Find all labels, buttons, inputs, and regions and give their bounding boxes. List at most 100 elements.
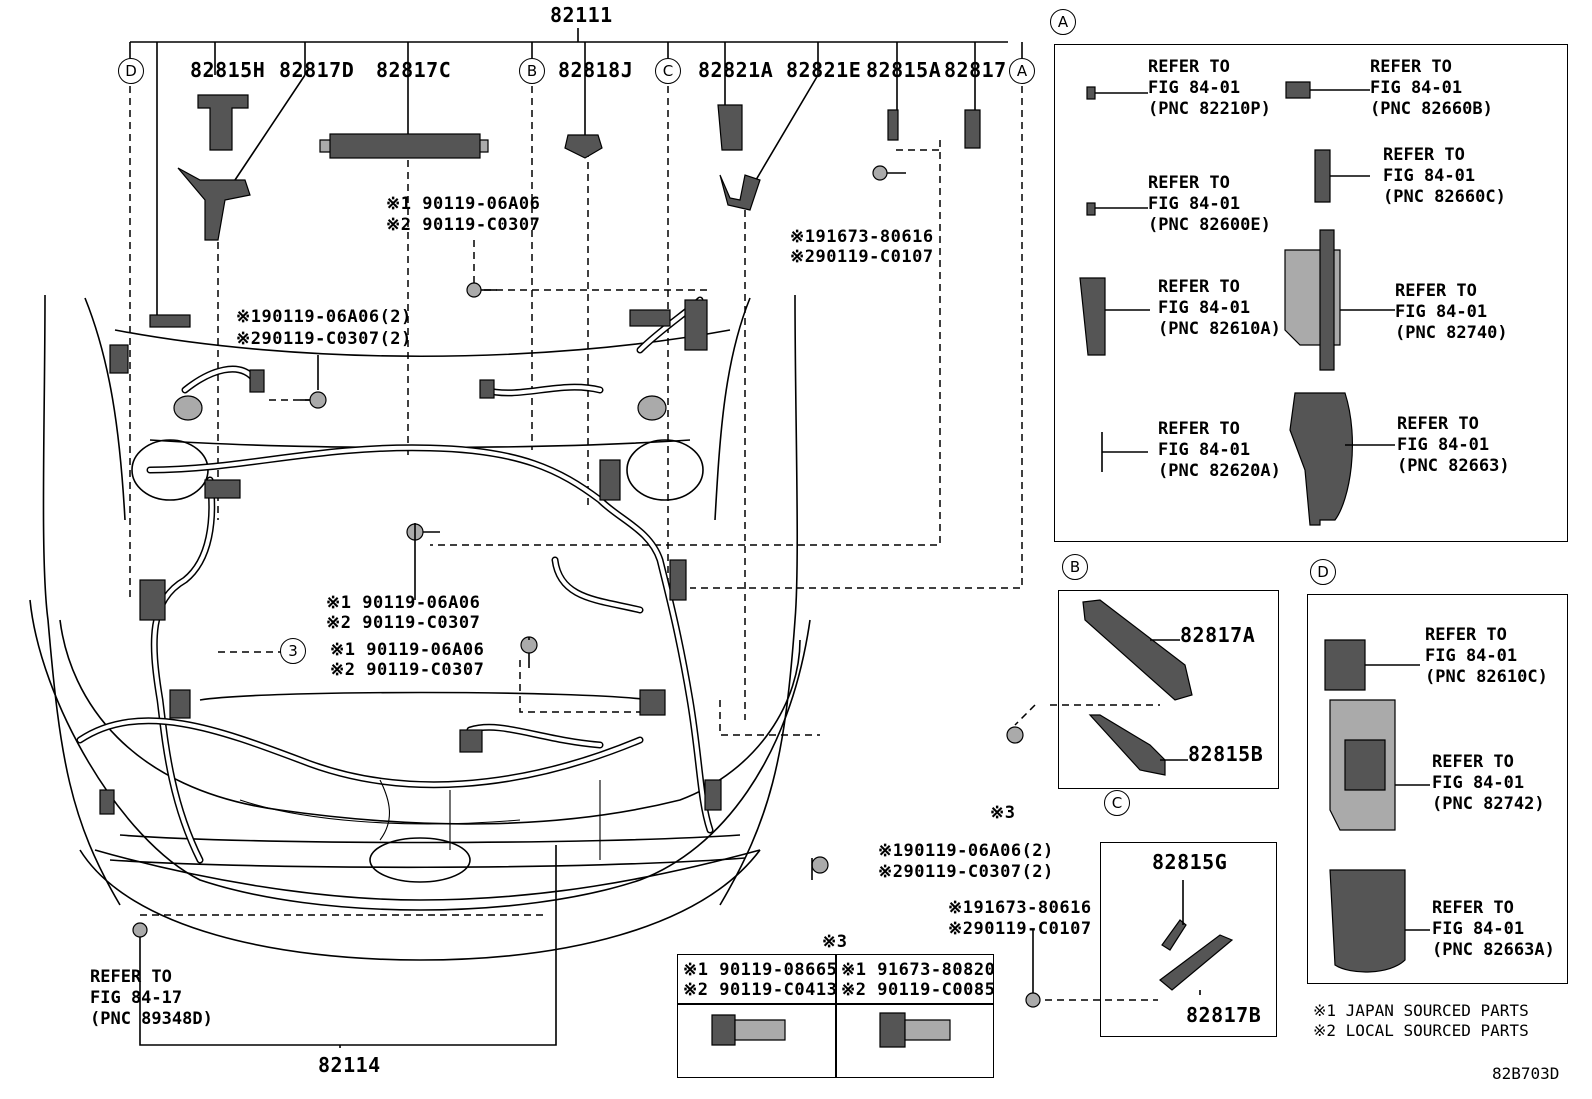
part-label-82817a: 82817A	[1180, 623, 1256, 647]
bolt-note: ※290119-C0107	[948, 919, 1092, 939]
refer-line: FIG 84-01	[1370, 78, 1463, 98]
callout-a-top: A	[1009, 58, 1035, 84]
refer-line: REFER TO	[1383, 145, 1465, 165]
refer-line: FIG 84-01	[1383, 166, 1476, 186]
detail-panel-d	[1307, 594, 1568, 984]
part-label-82815a: 82815A	[866, 58, 942, 82]
bolt-note: ※2 90119-C0307	[330, 660, 485, 680]
refer-line: REFER TO	[1370, 57, 1452, 77]
callout-b-top: B	[519, 58, 545, 84]
fastener-table-divider	[835, 954, 837, 1078]
refer-line: REFER TO	[1432, 752, 1514, 772]
detail-panel-c	[1100, 842, 1277, 1037]
detail-panel-b	[1058, 590, 1279, 789]
part-label-82817: 82817	[944, 58, 1007, 82]
callout-c-panel: C	[1104, 790, 1130, 816]
refer-line: (PNC 82610A)	[1158, 319, 1281, 339]
part-label-82821e: 82821E	[786, 58, 862, 82]
bolt-note: ※191673-80616	[790, 227, 934, 247]
refer-line: (PNC 82742)	[1432, 794, 1545, 814]
callout-3: 3	[280, 638, 306, 664]
refer-line: FIG 84-01	[1148, 78, 1241, 98]
callout-b-panel: B	[1062, 554, 1088, 580]
fastener-table-title: ※3	[822, 932, 848, 952]
callout-c-top: C	[655, 58, 681, 84]
bolt-note: ※1 90119-06A06	[326, 593, 481, 613]
refer-line: FIG 84-01	[1158, 298, 1251, 318]
refer-line: FIG 84-01	[1425, 646, 1518, 666]
bolt-note: ※191673-80616	[948, 898, 1092, 918]
refer-line: (PNC 82210P)	[1148, 99, 1271, 119]
legend-local-sourced: ※2 LOCAL SOURCED PARTS	[1313, 1021, 1529, 1040]
fastener-part: ※1 90119-08665	[683, 960, 838, 980]
legend-japan-sourced: ※1 JAPAN SOURCED PARTS	[1313, 1001, 1529, 1020]
bolt-note: ※2 90119-C0307	[386, 215, 541, 235]
part-label-main-harness: 82111	[550, 3, 613, 27]
part-label-82815g: 82815G	[1152, 850, 1228, 874]
drawing-number: 82B703D	[1492, 1064, 1560, 1083]
refer-line: REFER TO	[1158, 277, 1240, 297]
bolt-note: ※190119-06A06(2)	[878, 841, 1054, 861]
bolt-note: ※1 90119-06A06	[386, 194, 541, 214]
refer-line: REFER TO	[1397, 414, 1479, 434]
part-label-82817c: 82817C	[376, 58, 452, 82]
refer-line: (PNC 82620A)	[1158, 461, 1281, 481]
refer-line: FIG 84-01	[1432, 773, 1525, 793]
callout-a-panel: A	[1050, 9, 1076, 35]
refer-line: (PNC 82740)	[1395, 323, 1508, 343]
refer-line: REFER TO	[1148, 173, 1230, 193]
refer-line: FIG 84-17	[90, 988, 183, 1008]
refer-line: REFER TO	[1395, 281, 1477, 301]
bolt-note: ※190119-06A06(2)	[236, 307, 412, 327]
refer-line: (PNC 82663A)	[1432, 940, 1555, 960]
refer-line: (PNC 82660C)	[1383, 187, 1506, 207]
part-label-82818j: 82818J	[558, 58, 634, 82]
refer-line: (PNC 82600E)	[1148, 215, 1271, 235]
part-label-82114: 82114	[318, 1053, 381, 1077]
part-label-82817b: 82817B	[1186, 1003, 1262, 1027]
bolt-note-x3: ※3	[990, 803, 1016, 823]
refer-line: FIG 84-01	[1395, 302, 1488, 322]
refer-line: FIG 84-01	[1397, 435, 1490, 455]
part-label-82821a: 82821A	[698, 58, 774, 82]
fastener-table-rule	[677, 1003, 994, 1005]
refer-note-main: REFER TO FIG 84-17 (PNC 89348D)	[90, 967, 213, 1030]
bolt-note: ※290119-C0107	[790, 247, 934, 267]
refer-line: FIG 84-01	[1432, 919, 1525, 939]
bolt-note: ※290119-C0307(2)	[878, 862, 1054, 882]
callout-d-panel: D	[1310, 559, 1336, 585]
refer-line: FIG 84-01	[1158, 440, 1251, 460]
refer-line: (PNC 82610C)	[1425, 667, 1548, 687]
fastener-part: ※1 91673-80820	[841, 960, 996, 980]
refer-line: (PNC 82663)	[1397, 456, 1510, 476]
bolt-note: ※1 90119-06A06	[330, 640, 485, 660]
fastener-part: ※2 90119-C0085	[841, 980, 996, 1000]
part-label-82817d: 82817D	[279, 58, 355, 82]
refer-line: FIG 84-01	[1148, 194, 1241, 214]
bolt-note: ※2 90119-C0307	[326, 613, 481, 633]
refer-line: (PNC 82660B)	[1370, 99, 1493, 119]
refer-line: REFER TO	[1158, 419, 1240, 439]
part-label-82815h: 82815H	[190, 58, 266, 82]
refer-line: REFER TO	[90, 967, 172, 987]
refer-line: (PNC 89348D)	[90, 1009, 213, 1029]
refer-line: REFER TO	[1432, 898, 1514, 918]
callout-d-top: D	[118, 58, 144, 84]
fastener-part: ※2 90119-C0413	[683, 980, 838, 1000]
bolt-note: ※290119-C0307(2)	[236, 329, 412, 349]
part-label-82815b: 82815B	[1188, 742, 1264, 766]
detail-panel-a	[1054, 44, 1568, 542]
refer-line: REFER TO	[1148, 57, 1230, 77]
